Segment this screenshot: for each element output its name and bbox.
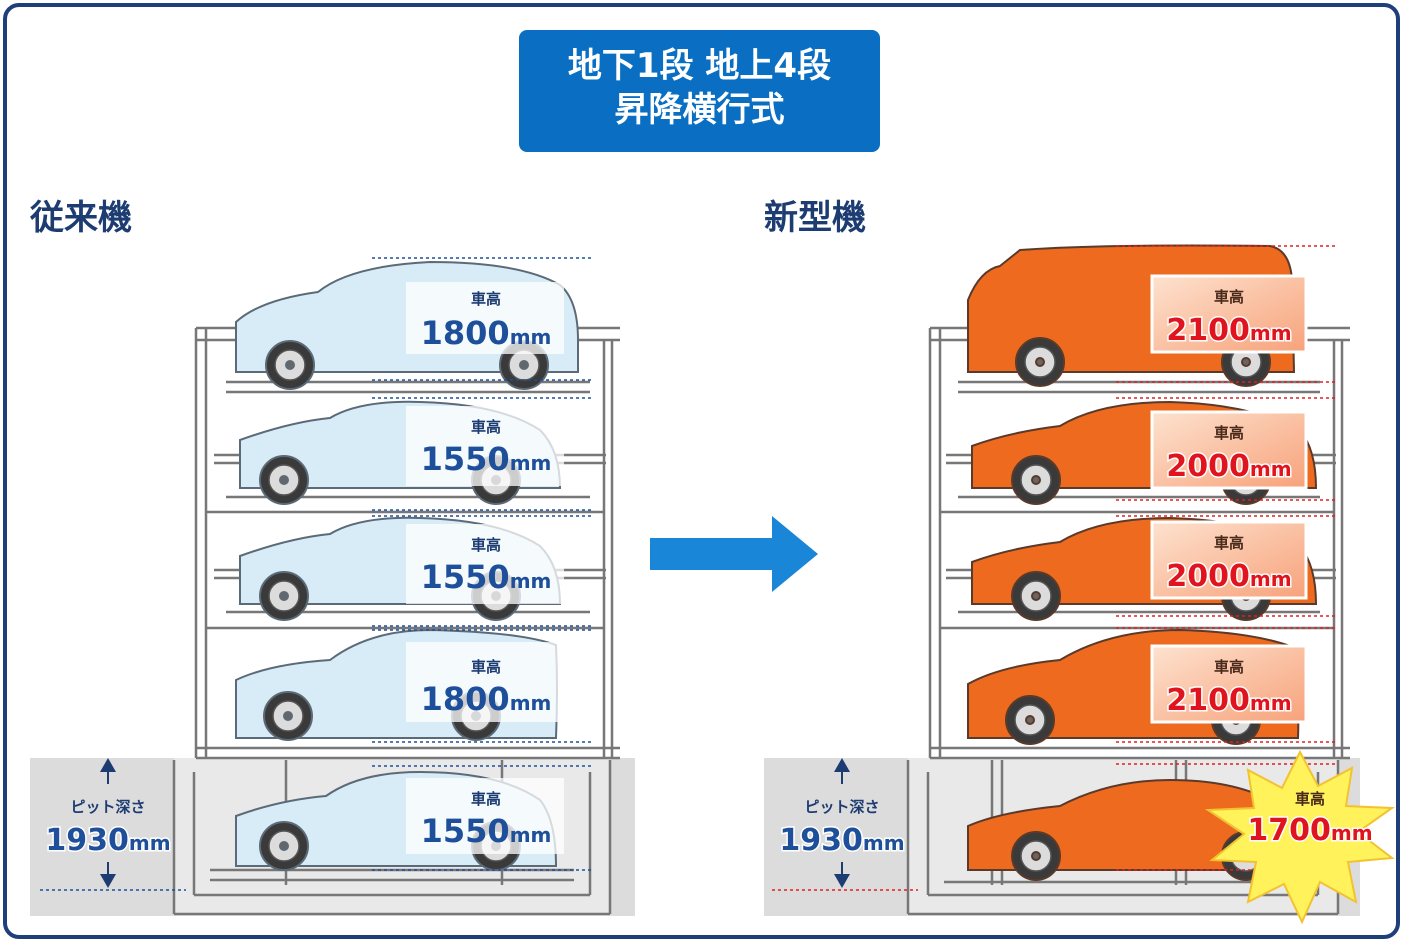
old-pit-value: 1930mm: [45, 823, 170, 858]
new-height-labels: 車高 2100mm 車高 2000mm 車高 2000mm 車高 2100mm …: [1150, 274, 1395, 925]
old-caption-2: 車高: [471, 418, 501, 436]
new-height-5: 1700mm: [1247, 813, 1372, 848]
new-dotted-lines: [772, 245, 1336, 891]
old-pit-label: ピット深さ: [70, 798, 145, 816]
title-line1: 地下1段 地上4段: [567, 46, 832, 86]
old-height-1: 1800mm: [421, 314, 552, 352]
old-dotted-lines: [40, 257, 592, 891]
old-height-3: 1550mm: [421, 558, 552, 596]
title-badge: 地下1段 地上4段 昇降横行式: [519, 30, 880, 152]
new-caption-1: 車高: [1214, 288, 1244, 306]
new-height-3: 2000mm: [1166, 559, 1291, 594]
new-pit-label: ピット深さ: [804, 798, 879, 816]
new-height-2: 2000mm: [1166, 449, 1291, 484]
new-caption-3: 車高: [1214, 534, 1244, 552]
old-caption-5: 車高: [471, 790, 501, 808]
old-pit-depth: ピット深さ 1930mm: [44, 758, 172, 888]
title-line2: 昇降横行式: [614, 90, 785, 130]
new-height-1: 2100mm: [1166, 313, 1291, 348]
old-height-5: 1550mm: [421, 812, 552, 850]
new-caption-5: 車高: [1295, 790, 1325, 808]
old-height-4: 1800mm: [421, 680, 552, 718]
old-height-labels: 車高 1800mm 車高 1550mm 車高 1550mm 車高 1800mm …: [406, 282, 564, 854]
new-height-4: 2100mm: [1166, 683, 1291, 718]
new-caption-2: 車高: [1214, 424, 1244, 442]
old-machine-heading: 従来機: [30, 198, 132, 238]
old-caption-1: 車高: [471, 290, 501, 308]
new-machine-heading: 新型機: [764, 198, 866, 238]
arrow-right-icon: [650, 516, 818, 592]
new-pit-depth: ピット深さ 1930mm: [778, 758, 906, 888]
new-caption-4: 車高: [1214, 658, 1244, 676]
old-caption-4: 車高: [471, 658, 501, 676]
old-caption-3: 車高: [471, 536, 501, 554]
highlight-burst: [1204, 749, 1395, 925]
new-pit-value: 1930mm: [779, 823, 904, 858]
old-height-2: 1550mm: [421, 440, 552, 478]
